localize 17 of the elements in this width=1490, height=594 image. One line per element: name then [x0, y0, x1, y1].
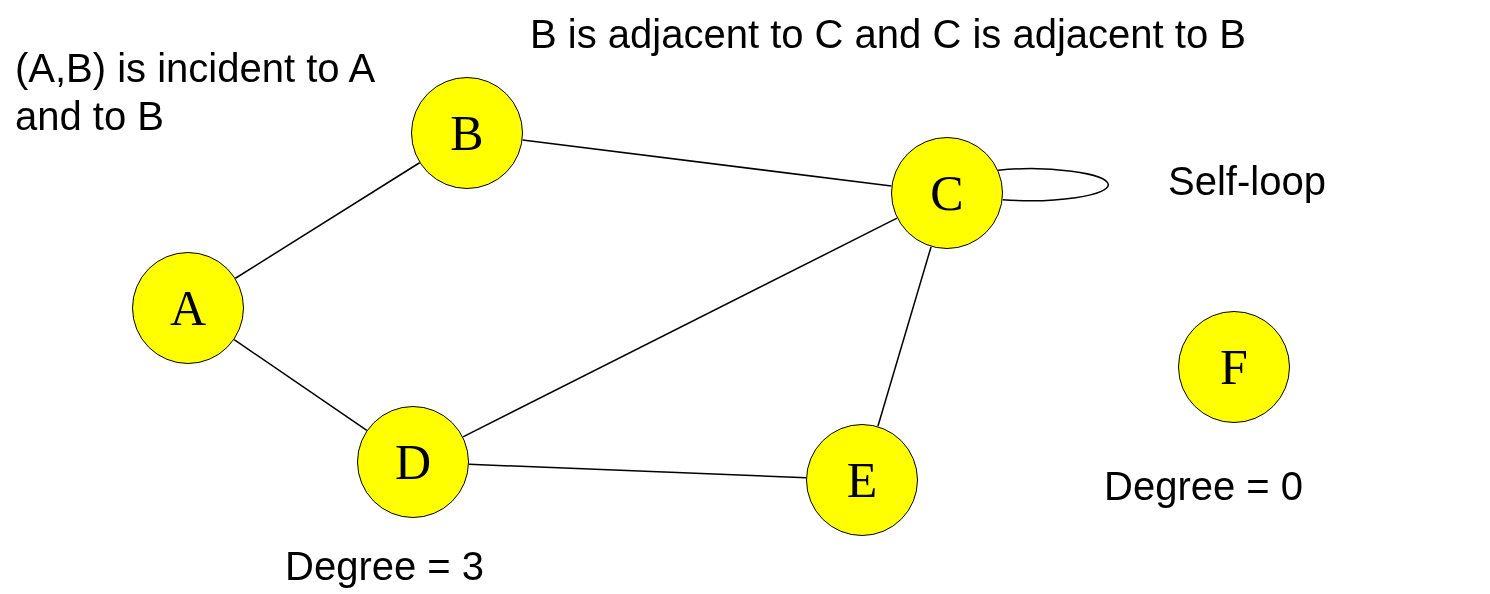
vertex-circle: B: [411, 77, 523, 189]
vertex-circle: D: [357, 406, 469, 518]
vertex-circle: A: [132, 252, 244, 364]
degree-label: Degree = 0: [1104, 463, 1304, 510]
vertex-circle: F: [1178, 311, 1290, 423]
edge-line: [462, 217, 898, 438]
vertex-circle: C: [891, 137, 1003, 249]
edge-line: [521, 139, 893, 187]
self-loop-edge: [997, 168, 1109, 202]
edge-line: [877, 245, 932, 428]
vertex-circle: E: [806, 424, 918, 536]
degree-label: Degree = 3: [285, 543, 485, 590]
annotation-text: B is adjacent to C and C is adjacent to B: [530, 11, 1246, 58]
edge-line: [468, 463, 807, 479]
annotation-text: (A,B) is incident to A and to B: [15, 45, 375, 140]
edge-line: [234, 162, 421, 279]
edge-line: [233, 338, 368, 432]
